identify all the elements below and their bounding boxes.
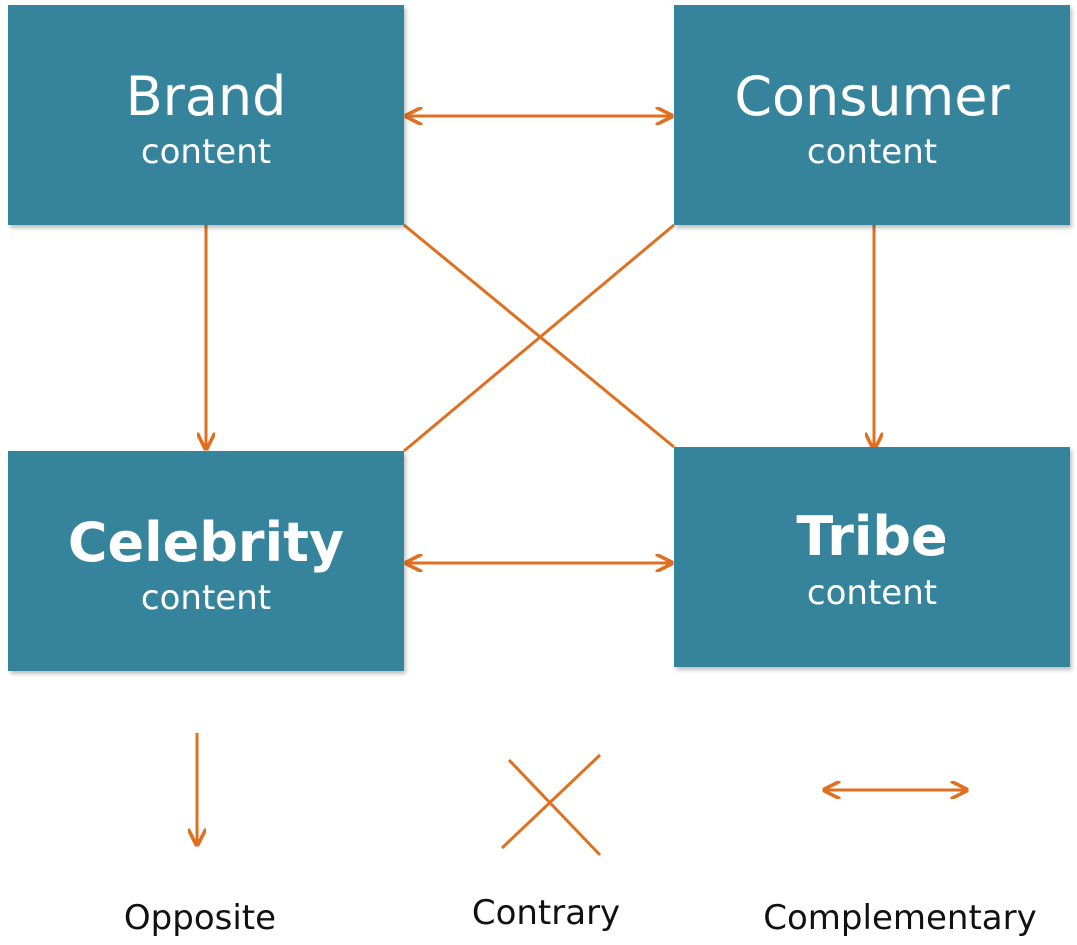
celebrity-subtitle: content bbox=[140, 578, 272, 618]
celebrity-title: Celebrity bbox=[67, 511, 345, 574]
brand-title: Brand bbox=[125, 65, 287, 128]
contrary-line-consumer-celebrity bbox=[403, 223, 675, 453]
tribe-title: Tribe bbox=[796, 505, 948, 568]
brand-subtitle: content bbox=[140, 132, 272, 172]
consumer-title: Consumer bbox=[734, 65, 1010, 128]
consumer-subtitle: content bbox=[806, 132, 938, 172]
legend-opposite-label: Opposite bbox=[123, 898, 277, 938]
legend-contrary-label: Contrary bbox=[471, 893, 621, 933]
brand-content-box: Brand content bbox=[8, 5, 404, 225]
legend-contrary-icon bbox=[500, 753, 602, 857]
legend-complementary-label: Complementary bbox=[763, 898, 1037, 938]
contrary-line-brand-tribe bbox=[403, 223, 675, 449]
tribe-content-box: Tribe content bbox=[674, 447, 1070, 667]
consumer-content-box: Consumer content bbox=[674, 5, 1070, 225]
tribe-subtitle: content bbox=[806, 573, 938, 613]
celebrity-content-box: Celebrity content bbox=[8, 451, 404, 671]
